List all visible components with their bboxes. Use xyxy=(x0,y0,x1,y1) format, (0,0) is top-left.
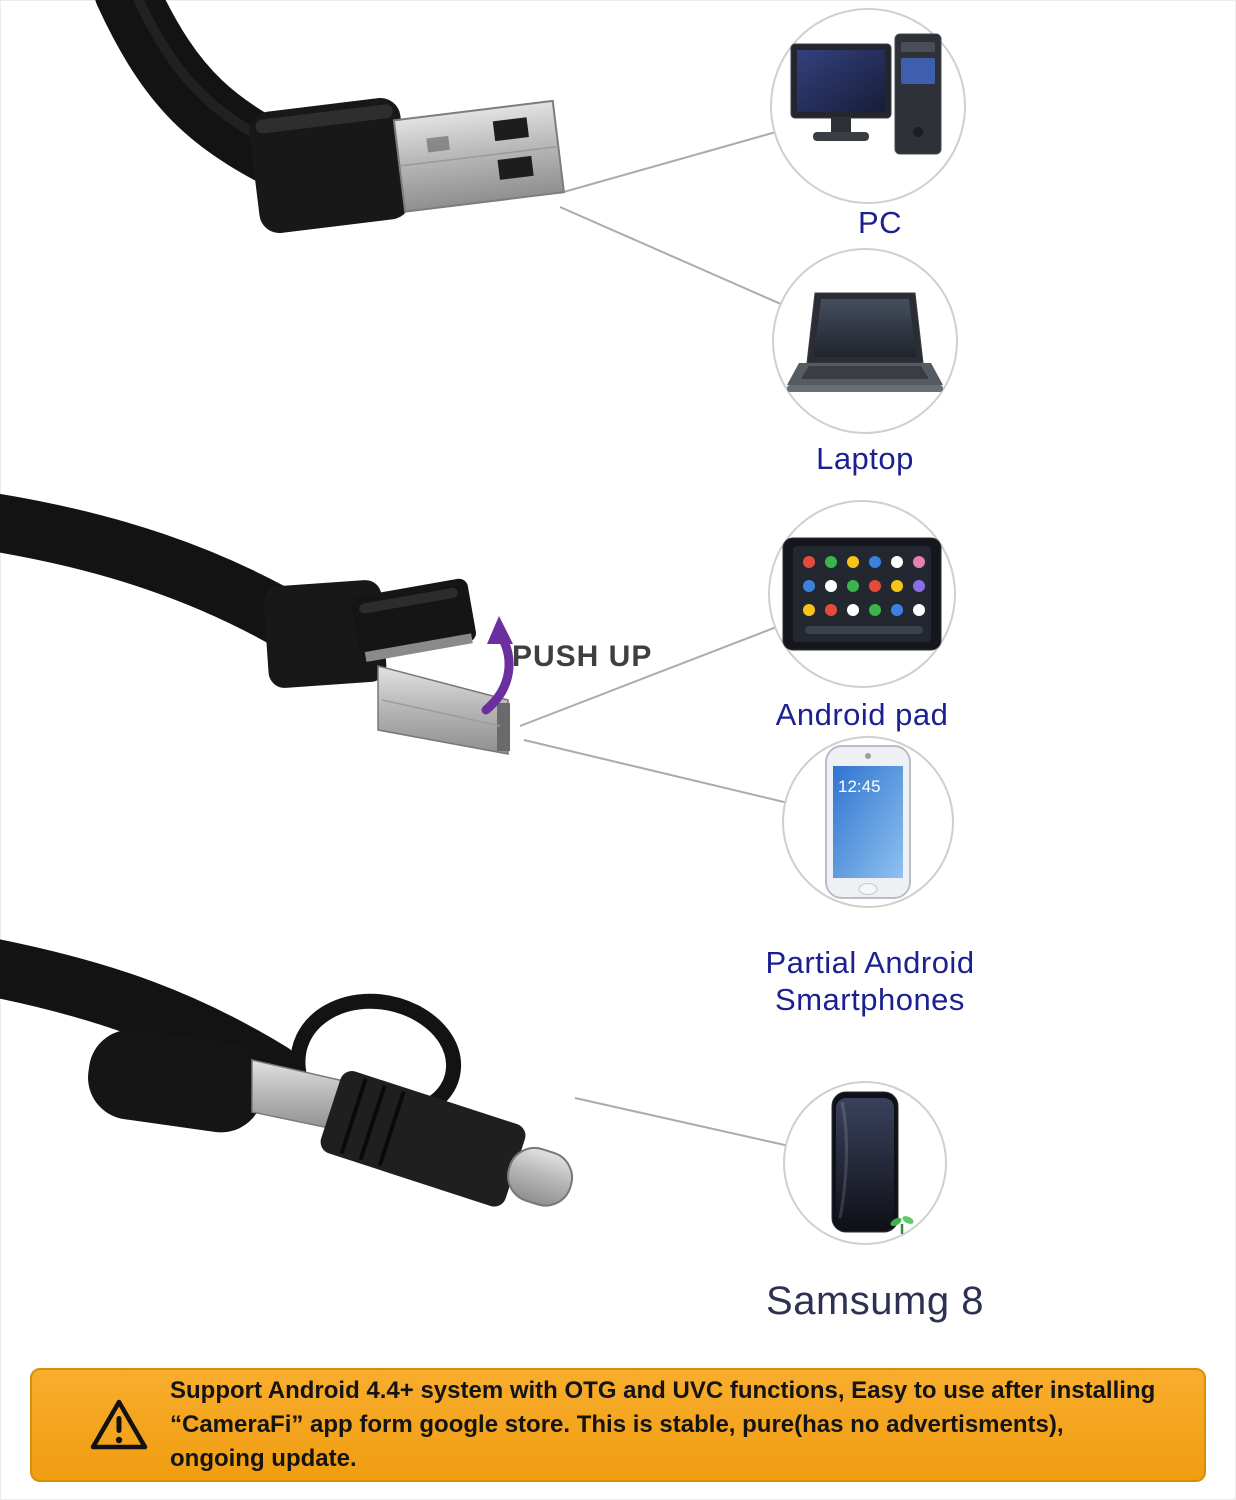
android-pad-photo-circle xyxy=(768,500,956,688)
phone-clock-text: 12:45 xyxy=(838,777,881,796)
warning-triangle-icon xyxy=(90,1399,148,1450)
notice-text-line3: ongoing update. xyxy=(170,1445,357,1472)
partial-android-label: Partial Android Smartphones xyxy=(720,944,1020,1018)
pc-photo-circle xyxy=(770,8,966,204)
android-pad-label: Android pad xyxy=(775,697,949,732)
connector-cap xyxy=(351,578,476,662)
pc-icon xyxy=(790,33,942,155)
notice-banner: Support Android 4.4+ system with OTG and… xyxy=(30,1368,1206,1482)
sprout-icon xyxy=(890,1216,914,1234)
usb-c-tip xyxy=(320,1071,574,1207)
notice-text-line2: “CameraFi” app form google store. This i… xyxy=(170,1411,1064,1438)
tablet-app-grid xyxy=(803,556,925,634)
samsung8-phone-icon xyxy=(831,1091,914,1234)
laptop-label: Laptop xyxy=(816,441,914,476)
notice-text-line1: Support Android 4.4+ system with OTG and… xyxy=(170,1377,1156,1404)
samsung8-photo-circle xyxy=(783,1081,947,1245)
push-up-arrow-icon xyxy=(481,616,514,715)
partial-android-photo-circle: 12:45 xyxy=(782,736,954,908)
laptop-icon xyxy=(787,292,943,392)
samsung8-label: Samsumg 8 xyxy=(766,1279,984,1323)
pc-label: PC xyxy=(857,205,903,240)
partial-android-label-line2: Smartphones xyxy=(775,982,965,1017)
micro-usb-connector-icon xyxy=(0,493,510,755)
push-up-label: PUSH UP xyxy=(512,640,653,673)
android-pad-icon xyxy=(782,537,942,651)
partial-android-label-line1: Partial Android xyxy=(765,945,975,980)
usb-c-connector-icon xyxy=(0,939,574,1207)
laptop-photo-circle xyxy=(772,248,958,434)
usb-a-connector-icon xyxy=(94,0,566,234)
android-smartphone-icon: 12:45 xyxy=(825,745,911,899)
notice-text: Support Android 4.4+ system with OTG and… xyxy=(170,1374,1155,1476)
